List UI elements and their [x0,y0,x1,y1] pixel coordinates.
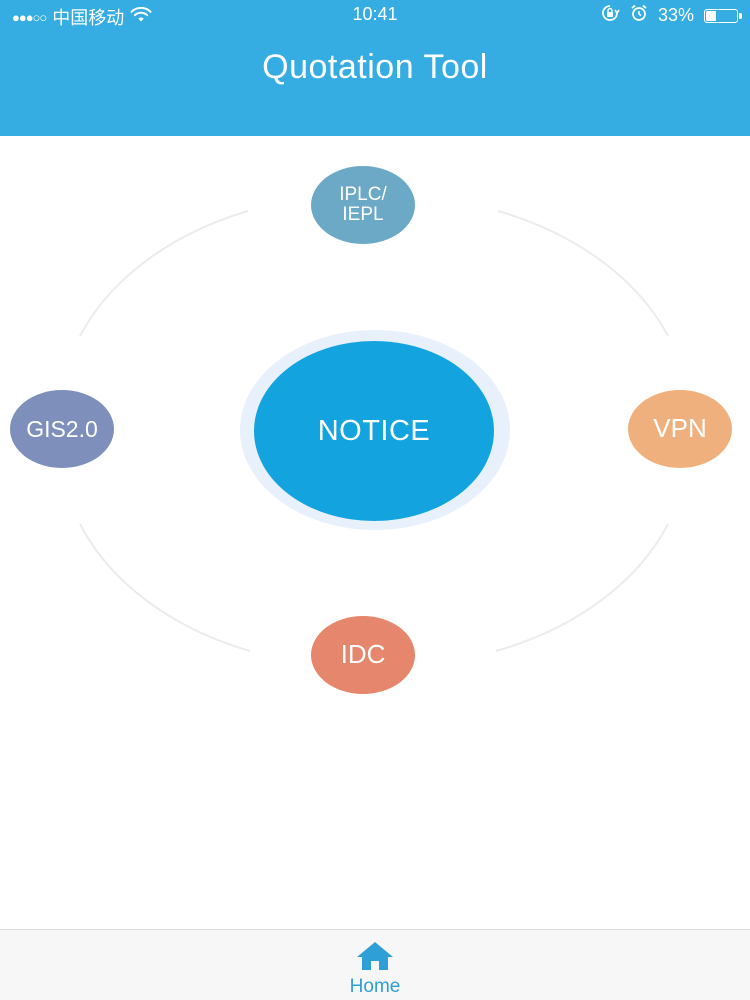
main-content: NOTICE IPLC/ IEPL GIS2.0 VPN IDC [0,136,750,930]
notice-button[interactable]: NOTICE [254,341,494,521]
status-time: 10:41 [352,4,398,24]
tab-home-label: Home [349,976,401,997]
gis-button[interactable]: GIS2.0 [10,390,114,468]
battery-percent: 33% [657,5,694,25]
battery-fill [706,10,716,21]
home-icon [355,940,395,972]
tab-home[interactable]: Home [325,936,425,997]
orbit-arc-top-right [497,210,669,337]
orbit-arc-top-left [79,210,249,337]
carrier-name: 中国移动 [52,8,125,28]
orbit-arc-bottom-left [79,523,251,652]
signal-strength: ●●●○○ [12,9,47,25]
battery-icon [704,8,742,23]
status-right: 33% [600,4,742,27]
page-title: Quotation Tool [262,48,488,86]
wifi-icon [130,6,152,28]
tab-bar: Home [0,929,750,1000]
vpn-button[interactable]: VPN [628,390,732,468]
idc-button[interactable]: IDC [311,616,415,694]
alarm-icon [630,4,648,27]
header-bar: ●●●○○ 中国移动 10:41 [0,0,750,136]
status-left: ●●●○○ 中国移动 [12,4,152,30]
orbit-arc-bottom-right [495,523,669,652]
orientation-lock-icon [600,4,620,27]
status-bar: ●●●○○ 中国移动 10:41 [0,0,750,30]
orbit-ring [79,210,669,652]
iplc-iepl-button[interactable]: IPLC/ IEPL [311,166,415,244]
